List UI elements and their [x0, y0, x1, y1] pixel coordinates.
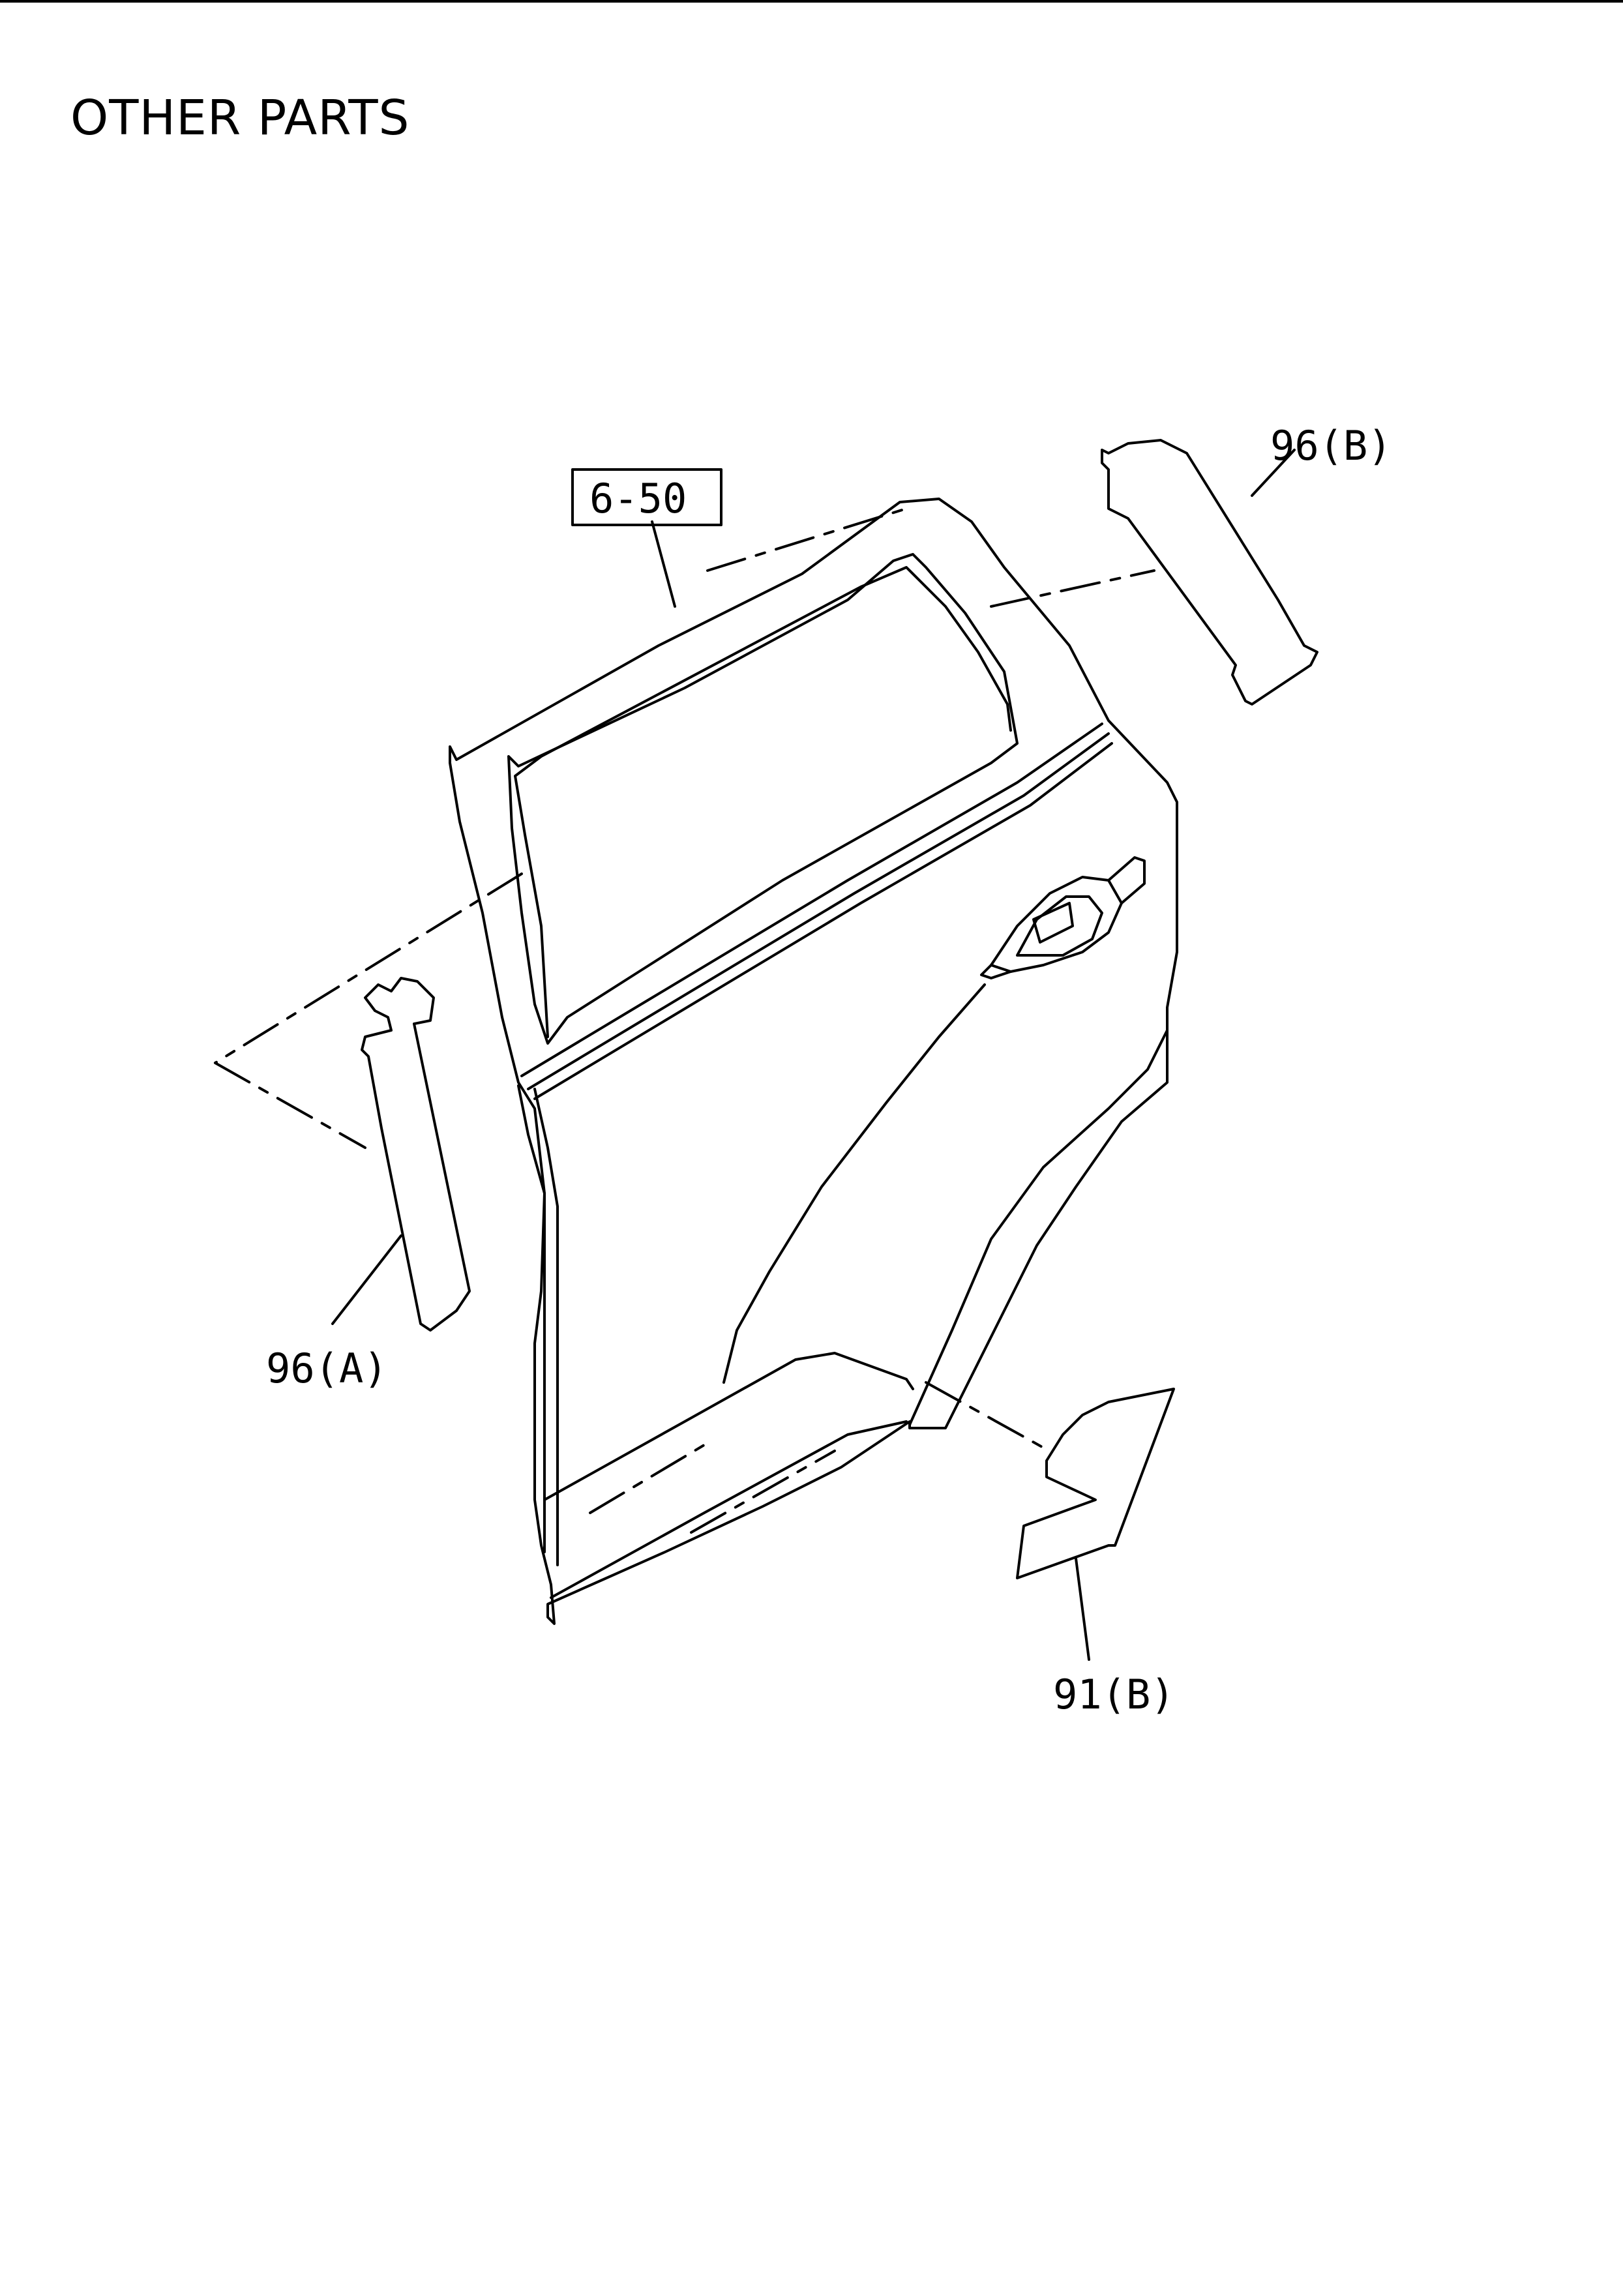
part-96b-garnish [1101, 439, 1318, 706]
leader-6-50-top [706, 507, 908, 572]
callout-line-6-50 [651, 520, 676, 608]
part-label-96a: 96(A) [266, 1345, 388, 1392]
part-label-96b: 96(B) [1270, 422, 1392, 470]
top-rule [0, 0, 1623, 3]
leader-door-skirt [690, 1450, 836, 1534]
leader-96b [990, 569, 1155, 608]
leader-96a-lower [214, 1062, 366, 1149]
page-title: OTHER PARTS [70, 90, 410, 146]
ref-box-6-50 [571, 468, 722, 526]
callout-line-91b [1075, 1557, 1090, 1661]
callout-line-96b [1251, 449, 1296, 497]
part-label-91b: 91(B) [1053, 1671, 1175, 1718]
leader-96a-upper [214, 872, 523, 1064]
leader-door-lower [589, 1440, 712, 1514]
ref-label-6-50: 6-50 [589, 475, 687, 522]
leader-91b [925, 1381, 1045, 1449]
callout-line-96a [331, 1234, 402, 1325]
rear-door-panel [449, 498, 1178, 1625]
leader-lines [214, 449, 1296, 1661]
part-96a-garnish [361, 977, 471, 1332]
part-91b-garnish [1016, 1388, 1175, 1579]
